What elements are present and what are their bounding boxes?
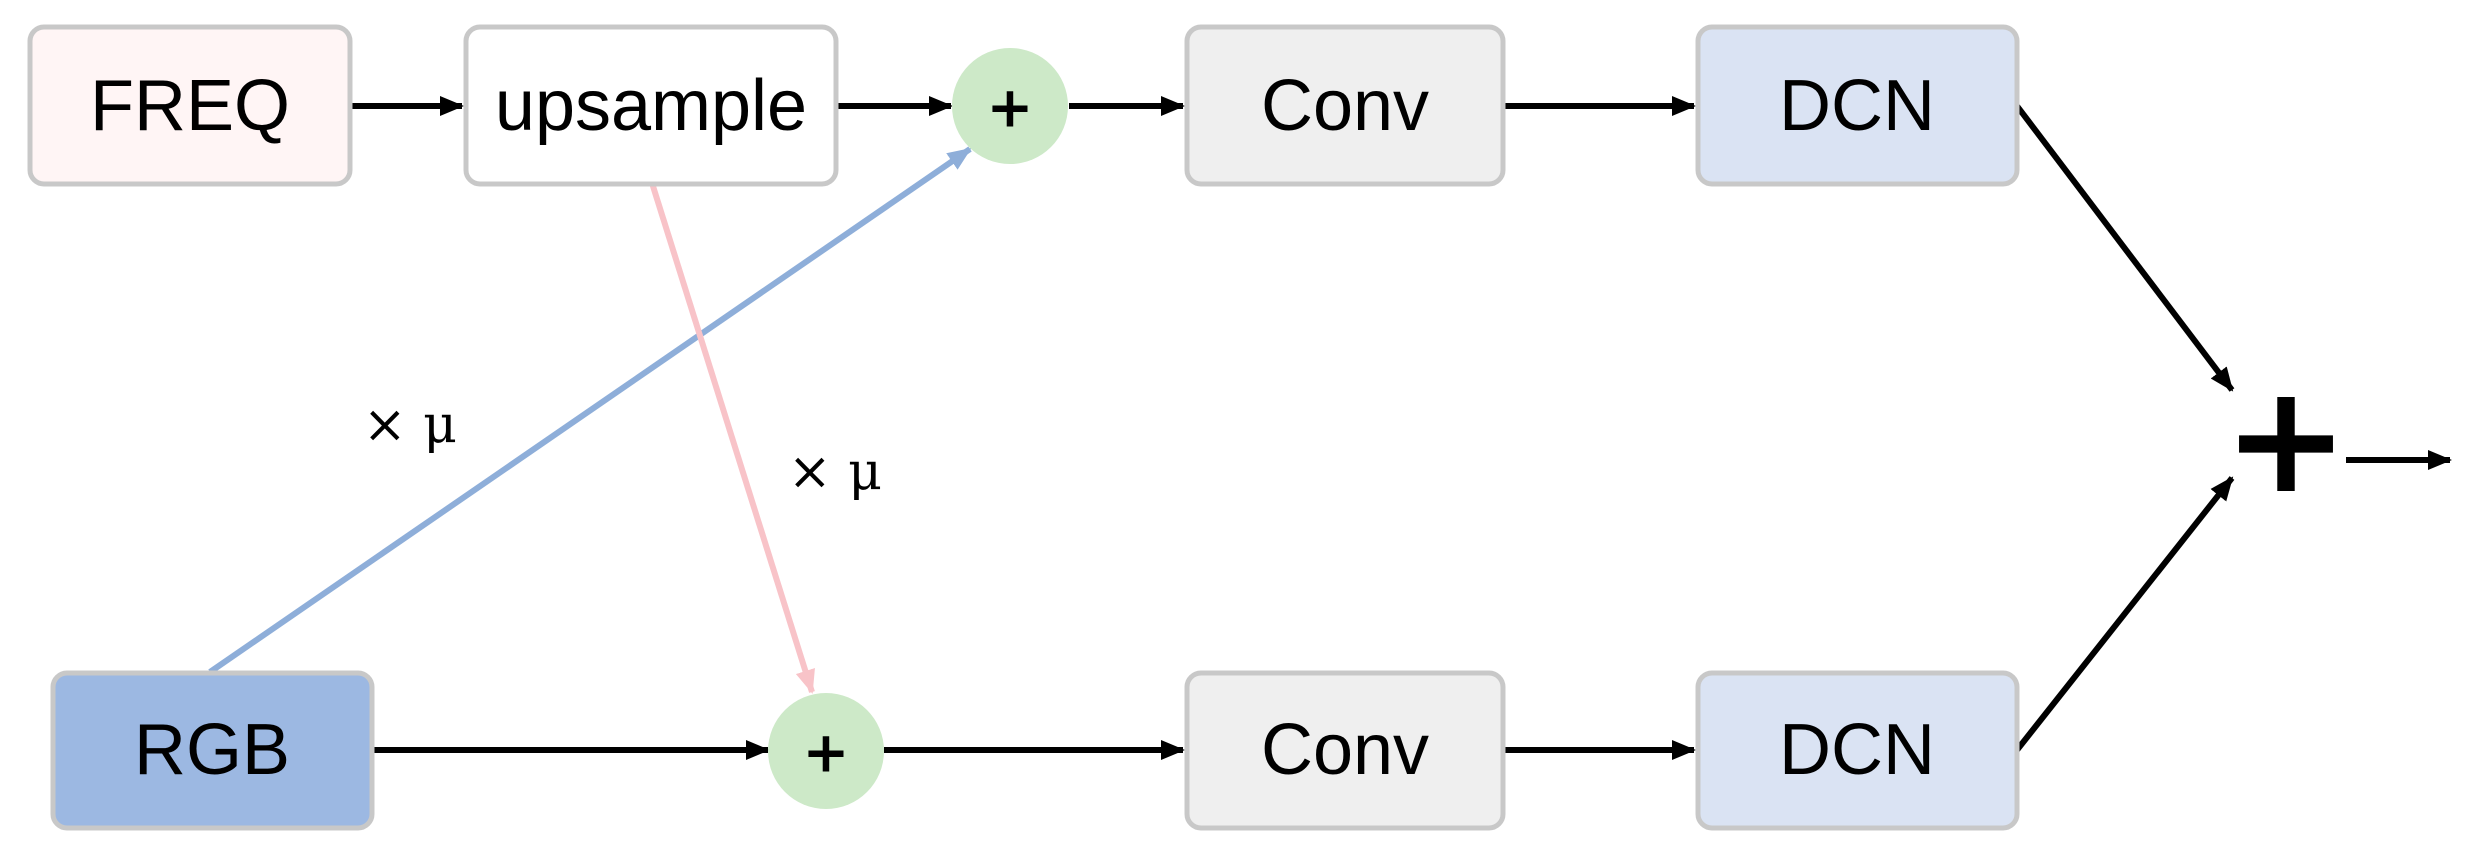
node-rgb: RGB: [50, 670, 375, 831]
node-conv-top-label: Conv: [1261, 66, 1429, 146]
node-dcn-top: DCN: [1695, 24, 2020, 187]
node-conv-bottom-label: Conv: [1261, 710, 1429, 790]
adder-final-symbol: +: [2223, 353, 2349, 527]
node-freq-box: [27, 24, 353, 187]
node-dcn-top-label: DCN: [1779, 66, 1935, 146]
adder-top-circle: [952, 48, 1068, 164]
node-freq: FREQ: [27, 24, 353, 187]
adder-bottom-symbol: +: [803, 721, 850, 786]
node-upsample: upsample: [463, 24, 839, 187]
adder-bottom-circle: [768, 693, 884, 809]
node-conv-bottom: Conv: [1184, 670, 1506, 831]
edge-rgb-to-top-adder: [208, 146, 972, 675]
node-dcn-bottom-box: [1695, 670, 2020, 831]
adder-final: +: [2223, 353, 2349, 527]
edge-upsample-to-bottom-adder: [649, 182, 815, 694]
adder-top-symbol: +: [987, 76, 1034, 141]
node-upsample-box: [463, 24, 839, 187]
node-dcn-bottom-label: DCN: [1779, 710, 1935, 790]
node-rgb-box: [50, 670, 375, 831]
mu-label-freq-branch: × μ: [788, 442, 882, 502]
node-conv-bottom-box: [1184, 670, 1506, 831]
edge-dcn-top-to-sum: [2014, 104, 2235, 392]
node-dcn-top-box: [1695, 24, 2020, 187]
mu-label-rgb-branch: × μ: [363, 395, 457, 455]
adder-top: +: [952, 48, 1068, 164]
adder-bottom: +: [768, 693, 884, 809]
node-rgb-label: RGB: [134, 710, 290, 790]
connectors: [208, 96, 2452, 760]
node-dcn-bottom: DCN: [1695, 670, 2020, 831]
node-conv-top: Conv: [1184, 24, 1506, 187]
node-upsample-label: upsample: [495, 66, 807, 146]
node-conv-top-box: [1184, 24, 1506, 187]
edge-dcn-bottom-to-sum: [2014, 476, 2235, 752]
node-freq-label: FREQ: [90, 66, 290, 146]
